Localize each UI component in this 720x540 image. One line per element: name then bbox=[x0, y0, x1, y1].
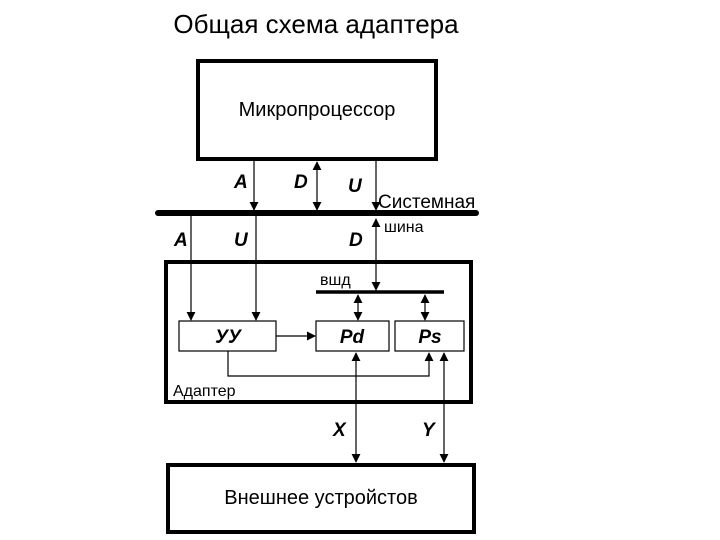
y-signal-label: Y bbox=[422, 420, 437, 441]
adapter-address-label: A bbox=[173, 230, 188, 251]
mp-address-label: A bbox=[233, 172, 248, 193]
data-register-label: Pd bbox=[340, 327, 365, 348]
adapter-control-label: U bbox=[234, 230, 249, 251]
x-signal-label: X bbox=[332, 420, 347, 441]
external-device-block bbox=[166, 463, 476, 534]
mp-data-label: D bbox=[294, 172, 308, 193]
system-bus-label-line1: Системная bbox=[378, 192, 475, 213]
adapter-data-label: D bbox=[349, 230, 363, 251]
status-register-label: Ps bbox=[418, 327, 441, 348]
adapter-label: Адаптер bbox=[173, 383, 236, 400]
data-register-block bbox=[315, 320, 390, 352]
system-bus-label-line2: шина bbox=[384, 219, 424, 236]
external-device-label: Внешнее устройстов bbox=[224, 487, 417, 509]
uu-to-ps-line bbox=[227, 351, 434, 377]
diagram-title: Общая схема адаптера bbox=[173, 9, 459, 39]
control-unit-label: УУ bbox=[215, 327, 243, 348]
status-register-block bbox=[394, 320, 465, 352]
internal-bus-label: вшд bbox=[320, 272, 351, 289]
mp-control-label: U bbox=[348, 176, 363, 197]
microprocessor-block bbox=[196, 59, 438, 161]
microprocessor-label: Микропроцессор bbox=[239, 99, 396, 121]
